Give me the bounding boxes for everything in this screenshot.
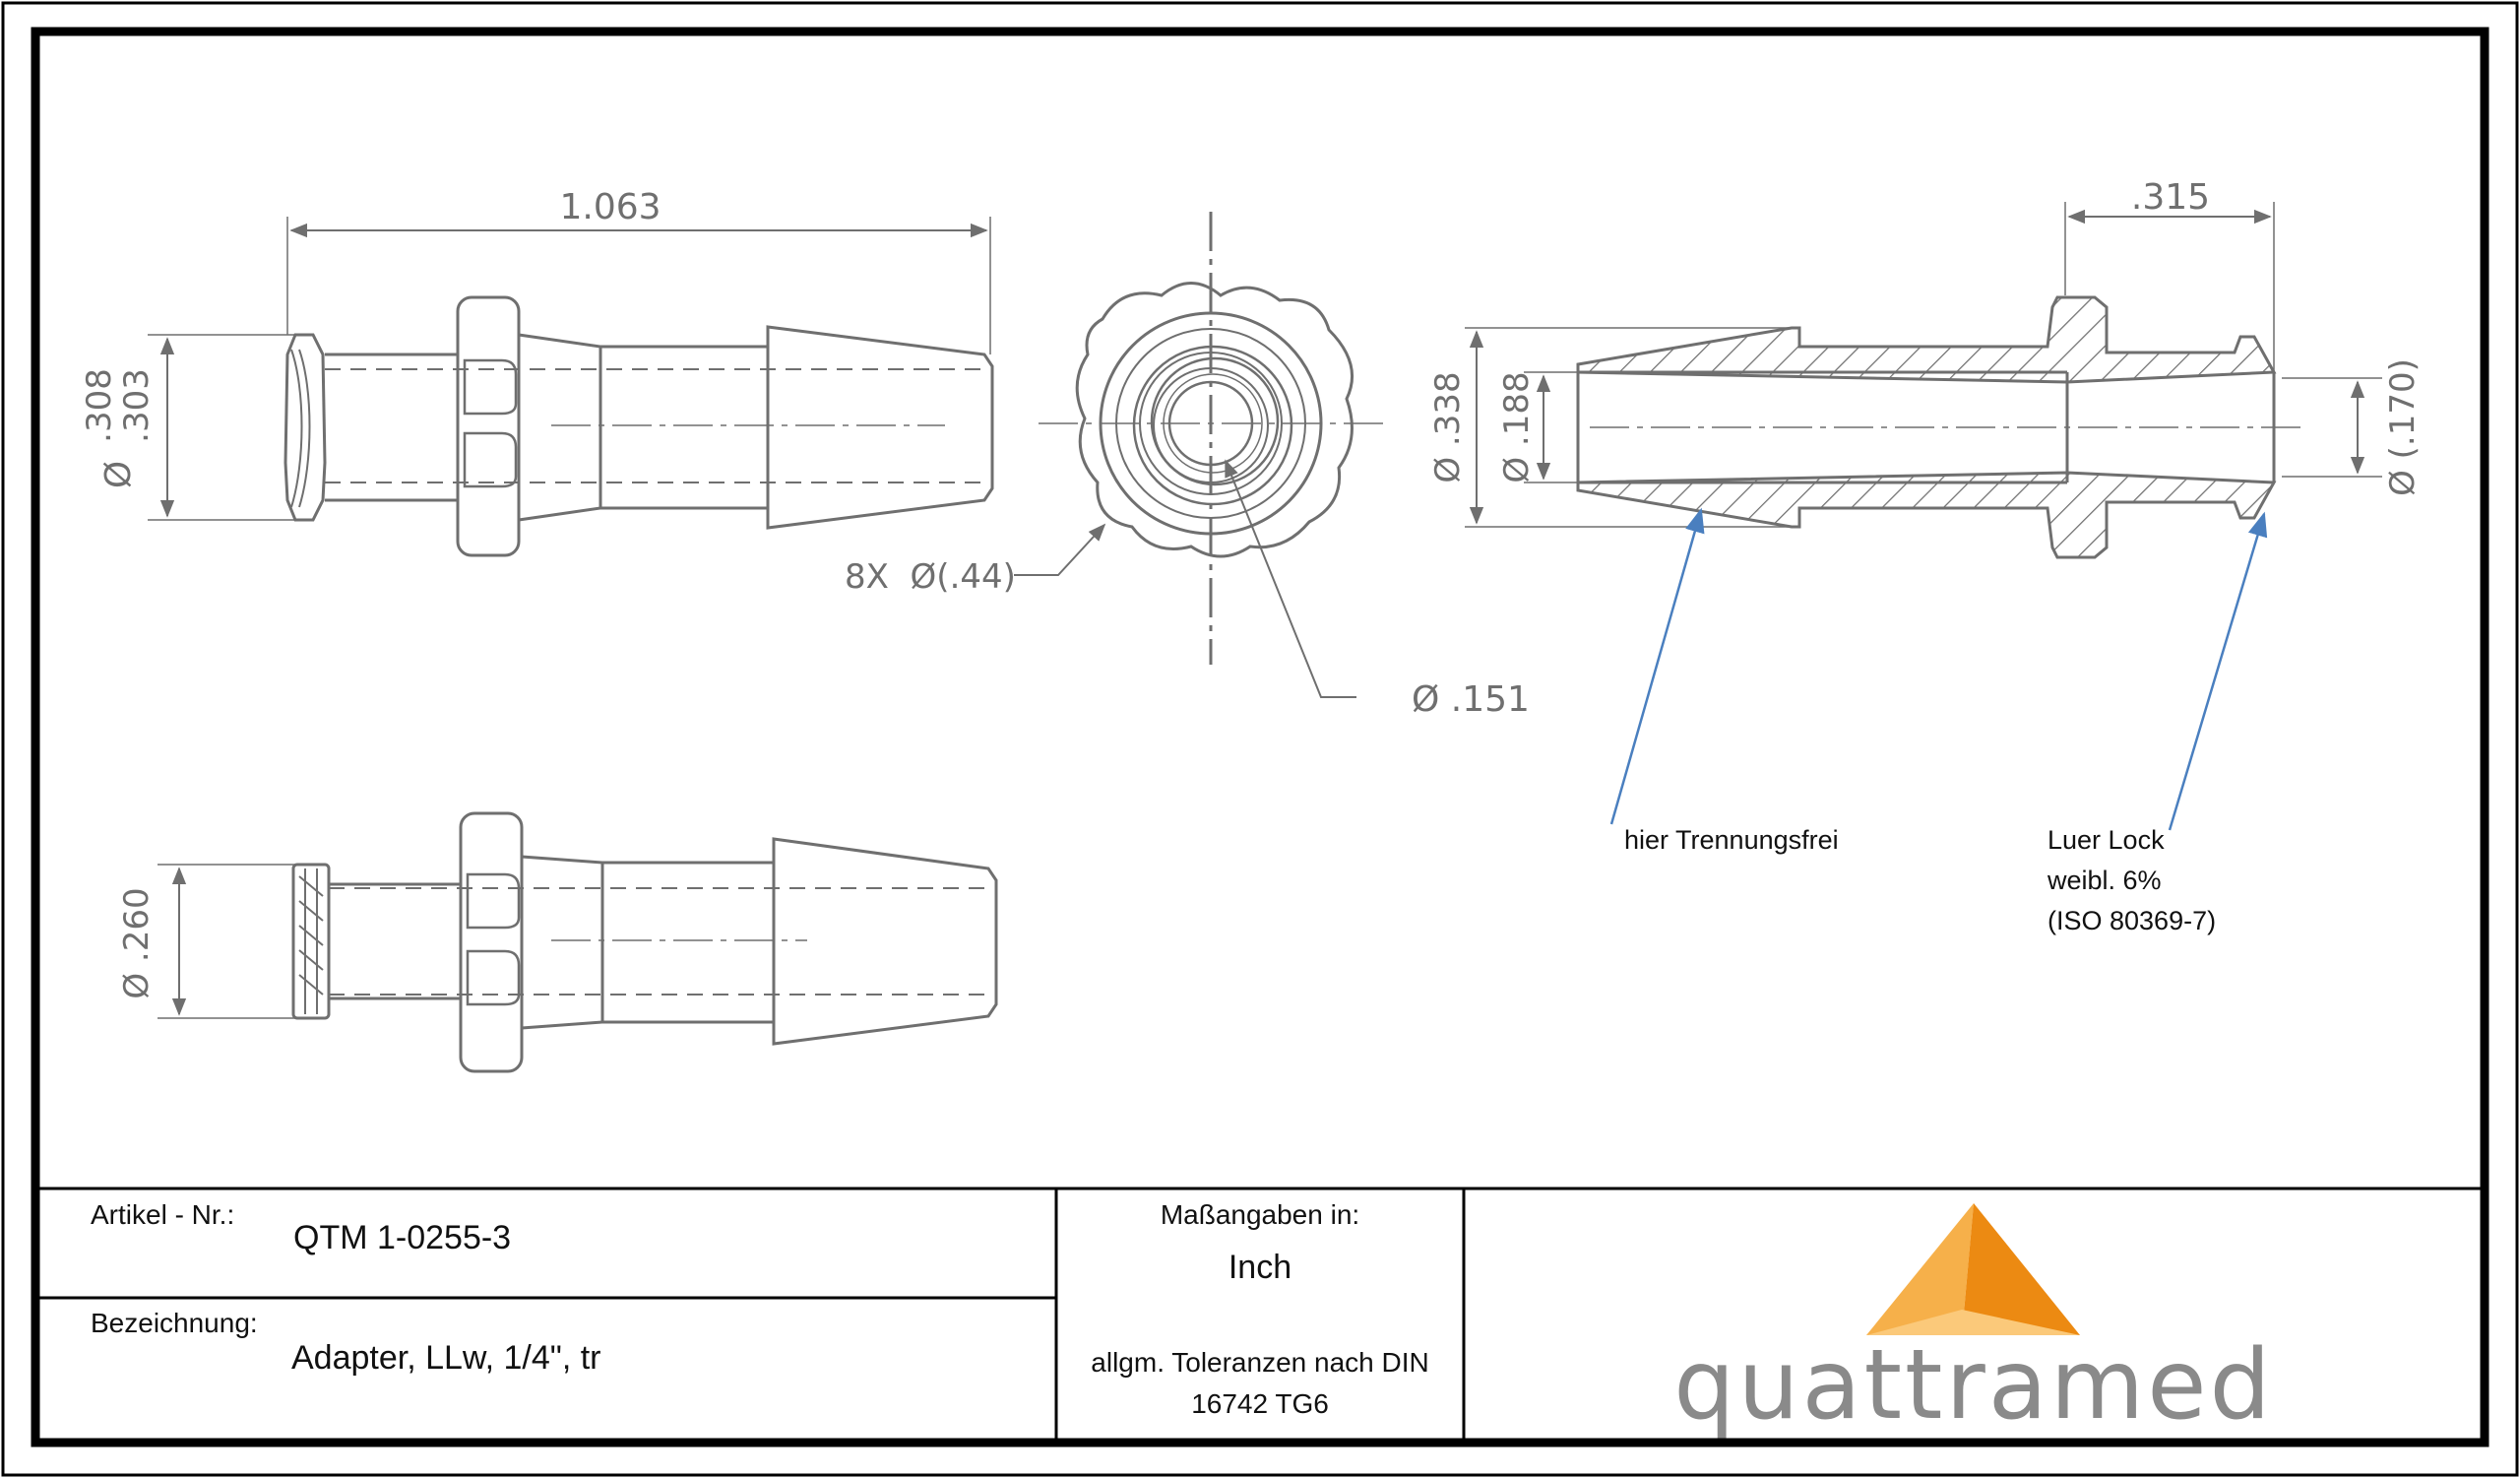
dim-overall-length: 1.063 xyxy=(559,187,661,227)
leader-separation-arrow xyxy=(1609,507,1705,825)
leader-luer-arrow xyxy=(2168,511,2268,831)
dim-dia-308: .308 xyxy=(80,368,119,443)
note-luer-line2: weibl. 6% xyxy=(2048,866,2162,895)
tolerance-line2: 16742 TG6 xyxy=(1191,1388,1329,1419)
dim-hex-callout: 8X Ø(.44) xyxy=(845,557,1016,597)
dim-dia-338: Ø .338 xyxy=(1428,371,1468,482)
note-luer-line1: Luer Lock xyxy=(2048,825,2165,855)
quattramed-logo-text: quattramed xyxy=(1673,1329,2274,1442)
quattramed-logo-mark xyxy=(1866,1203,2080,1335)
dim-bore-dia: Ø .151 xyxy=(1412,679,1530,720)
dim-flange-width: .315 xyxy=(2131,177,2210,218)
end-view-center xyxy=(1014,212,1383,698)
dim-dia-260: Ø .260 xyxy=(117,887,157,998)
designation-value: Adapter, LLw, 1/4", tr xyxy=(291,1339,601,1377)
designation-label: Bezeichnung: xyxy=(91,1308,258,1338)
note-separation: hier Trennungsfrei xyxy=(1624,825,1839,855)
dim-dia-symbol-left: Ø xyxy=(98,461,139,488)
dim-dia-303: .303 xyxy=(117,368,157,443)
units-value: Inch xyxy=(1228,1249,1292,1286)
section-view-right xyxy=(1465,202,2382,559)
units-label: Maßangaben in: xyxy=(1160,1199,1360,1230)
tolerance-line1: allgm. Toleranzen nach DIN xyxy=(1091,1347,1429,1378)
side-view-top-left xyxy=(148,217,994,557)
article-number-value: QTM 1-0255-3 xyxy=(293,1219,512,1256)
dim-dia-188: Ø .188 xyxy=(1497,371,1537,482)
side-view-bottom-left xyxy=(158,811,998,1073)
dim-dia-170: Ø (.170) xyxy=(2383,358,2423,496)
note-luer-line3: (ISO 80369-7) xyxy=(2048,906,2217,935)
title-block-grid xyxy=(35,1187,2485,1443)
inner-frame xyxy=(31,27,2489,1447)
article-number-label: Artikel - Nr.: xyxy=(91,1199,235,1230)
